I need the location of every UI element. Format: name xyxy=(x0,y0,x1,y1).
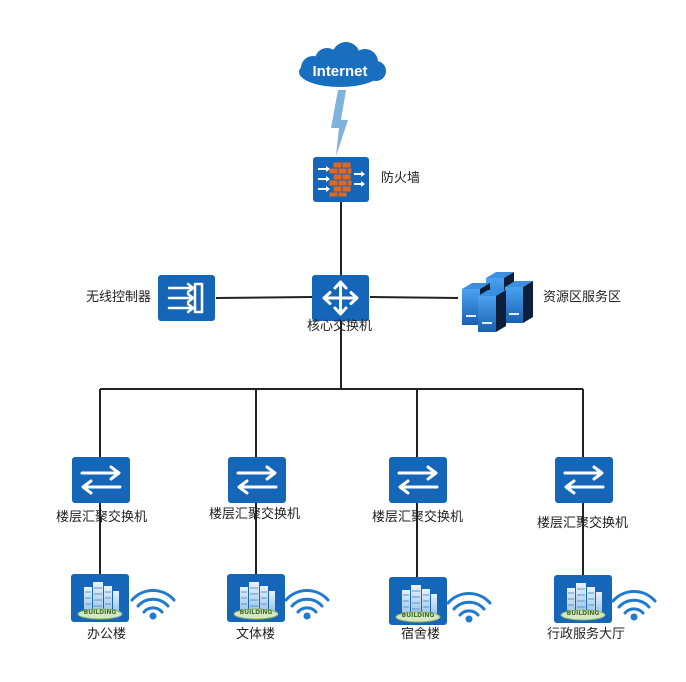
aggregation-switch-icon-3 xyxy=(387,455,449,505)
aggregation-switch-label-3: 楼层汇聚交换机 xyxy=(372,510,464,525)
wifi-icon-1 xyxy=(130,589,176,614)
wifi-dot-3 xyxy=(465,615,473,623)
wifi-icon-3 xyxy=(446,592,492,617)
building-label-2: 文体楼 xyxy=(236,627,276,642)
link-wlc-core xyxy=(215,296,313,299)
firewall-icon xyxy=(313,157,369,202)
internet-cloud-icon: Internet xyxy=(299,42,386,87)
building-label-3: 宿舍楼 xyxy=(401,627,441,642)
resource-zone-label: 资源区服务区 xyxy=(543,290,622,305)
aggregation-switch-icon-1 xyxy=(70,455,132,505)
core-switch-icon xyxy=(312,275,369,321)
building-label-4: 行政服务大厅 xyxy=(547,627,626,642)
building-sign-4: BUILDING xyxy=(567,610,600,617)
building-label-1: 办公楼 xyxy=(87,627,127,642)
aggregation-switch-label-4: 楼层汇聚交换机 xyxy=(537,516,629,531)
aggregation-switch-icon-2 xyxy=(226,455,288,505)
aggregation-switch-label-1: 楼层汇聚交换机 xyxy=(56,510,148,525)
building-sign-3: BUILDING xyxy=(402,612,435,619)
wifi-icon-2 xyxy=(284,589,330,614)
aggregation-switch-label-2: 楼层汇聚交换机 xyxy=(209,507,301,522)
server-cluster-icon xyxy=(462,272,533,332)
wifi-dot-1 xyxy=(149,612,157,620)
core-switch-label: 核心交换机 xyxy=(307,319,373,334)
building-sign-1: BUILDING xyxy=(84,609,117,616)
lightning-bolt-icon xyxy=(331,90,348,156)
building-sign-2: BUILDING xyxy=(240,609,273,616)
wireless-controller-label: 无线控制器 xyxy=(86,290,152,305)
firewall-label: 防火墙 xyxy=(381,171,421,186)
link-core-resources xyxy=(369,296,459,299)
internet-label: Internet xyxy=(312,63,367,80)
wireless-controller-icon xyxy=(158,275,215,321)
wifi-icon-4 xyxy=(611,590,657,615)
aggregation-switch-icon-4 xyxy=(553,455,615,505)
wifi-dot-4 xyxy=(630,613,638,621)
wifi-dot-2 xyxy=(303,612,311,620)
